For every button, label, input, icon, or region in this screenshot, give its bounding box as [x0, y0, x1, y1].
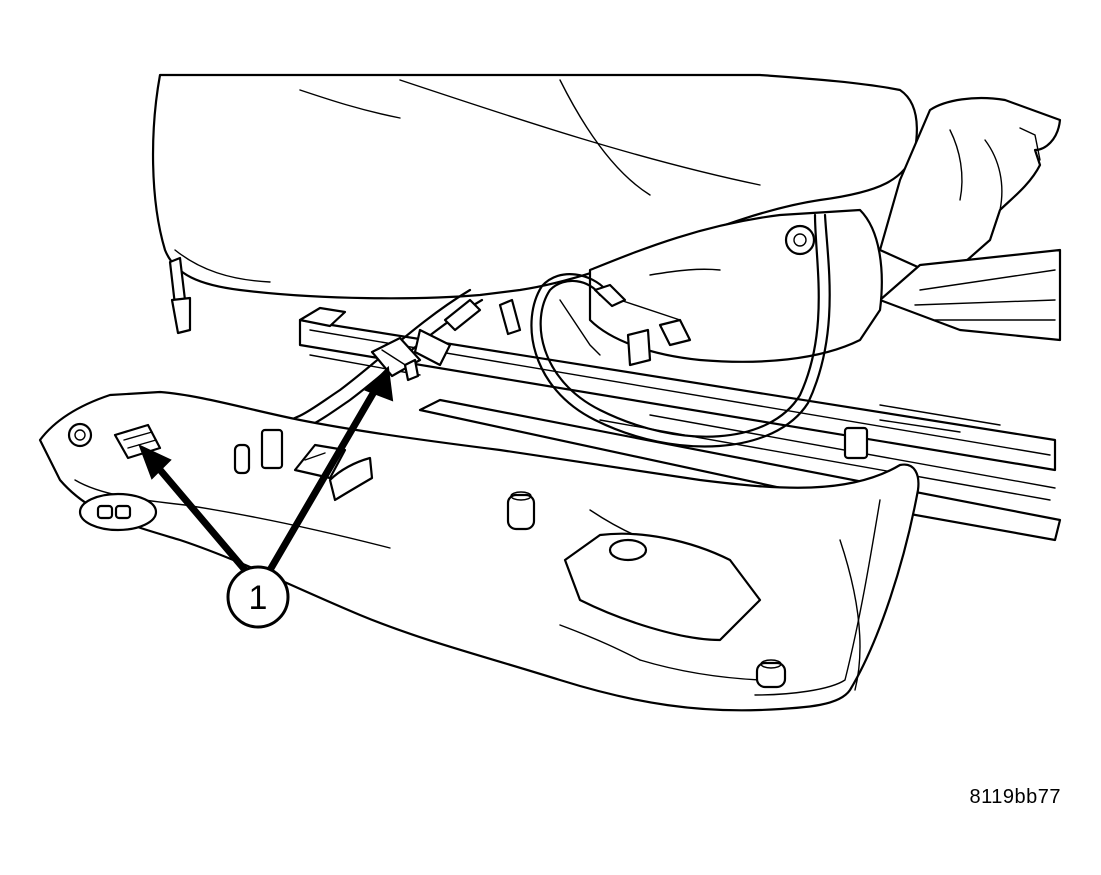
base-hardware	[67, 256, 869, 689]
callout-1: 1	[226, 565, 290, 629]
seat-harness-connector	[370, 336, 422, 382]
callout-circle	[226, 565, 290, 629]
arrowhead-base	[138, 444, 172, 480]
wire-loop	[530, 213, 831, 448]
callout-arrows	[138, 365, 394, 574]
arrow-to-base-connector	[146, 454, 249, 574]
figure-id: 8119bb77	[969, 786, 1061, 808]
seat-back-trim	[878, 96, 1062, 270]
arrowhead-seat	[364, 365, 394, 402]
callout-number: 1	[249, 579, 268, 617]
arrow-to-seat-connector	[266, 381, 382, 574]
seat-adjuster	[588, 208, 883, 367]
